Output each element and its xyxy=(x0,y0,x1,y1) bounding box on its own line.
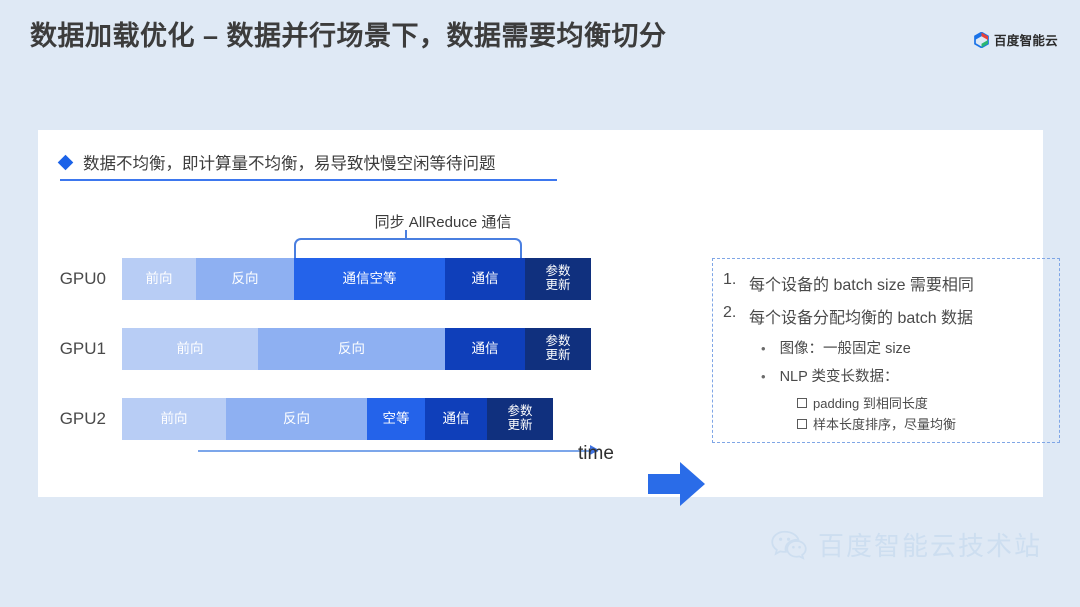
timeline-segment: 反向 xyxy=(258,328,445,370)
gpu-row: GPU1 前向反向通信参数更新 xyxy=(38,328,591,370)
gpu-row: GPU0 前向反向通信空等通信参数更新 xyxy=(38,258,591,300)
wechat-icon xyxy=(771,530,807,560)
timeline-segment: 前向 xyxy=(122,328,258,370)
gpu-timeline-track: 前向反向空等通信参数更新 xyxy=(122,398,553,440)
timeline-segment: 通信 xyxy=(425,398,487,440)
gpu-timeline-track: 前向反向通信空等通信参数更新 xyxy=(122,258,591,300)
gpu-row-label: GPU2 xyxy=(59,409,106,428)
requirement-sub-text: 图像：一般固定 size xyxy=(779,341,911,357)
sub-bullet-icon: • xyxy=(761,369,766,384)
square-bullet-icon xyxy=(797,419,807,429)
timeline-segment: 反向 xyxy=(196,258,294,300)
sub-notes: • 图像：一般固定 size • NLP 类变长数据： xyxy=(723,337,1049,386)
timeline-segment: 通信 xyxy=(445,258,525,300)
timeline-segment: 前向 xyxy=(122,258,196,300)
bullet-heading: 数据不均衡，即计算量不均衡，易导致快慢空闲等待问题 xyxy=(57,150,496,174)
requirement-sub-item: • NLP 类变长数据： xyxy=(761,365,1049,386)
requirement-leaf-text: padding 到相同长度 xyxy=(813,396,928,411)
brand-name: 百度智能云 xyxy=(993,34,1058,48)
gpu-row: GPU2 前向反向空等通信参数更新 xyxy=(38,398,553,440)
slide-header: 数据加载优化 – 数据并行场景下，数据需要均衡切分 百度智能云 xyxy=(0,0,1080,75)
heading-underline xyxy=(60,179,557,181)
baidu-cloud-hexagon-icon xyxy=(974,31,989,48)
square-bullet-icon xyxy=(797,398,807,408)
requirement-leaf-text: 样本长度排序，尽量均衡 xyxy=(813,417,957,432)
requirement-number: 2. xyxy=(723,304,737,321)
requirement-sub-item: • 图像：一般固定 size xyxy=(761,337,1049,358)
requirement-number: 1. xyxy=(723,271,737,288)
gpu-row-label: GPU0 xyxy=(59,269,106,288)
timeline-segment: 通信 xyxy=(445,328,525,370)
sub-bullet-icon: • xyxy=(761,341,766,356)
timeline-segment: 空等 xyxy=(367,398,425,440)
timeline-segment: 参数更新 xyxy=(525,258,591,300)
numbered-notes: 1. 每个设备的 batch size 需要相同 2. 每个设备分配均衡的 batch… xyxy=(723,271,1049,328)
brand-logo: 百度智能云 xyxy=(974,30,1058,49)
requirement-leaf-item: padding 到相同长度 xyxy=(797,393,1049,412)
requirement-leaf-item: 样本长度排序，尽量均衡 xyxy=(797,414,1049,433)
timeline-segment: 前向 xyxy=(122,398,226,440)
content-card: 数据不均衡，即计算量不均衡，易导致快慢空闲等待问题 同步 AllReduce 通… xyxy=(38,130,1060,506)
gpu-row-label: GPU1 xyxy=(59,339,106,358)
page-title: 数据加载优化 – 数据并行场景下，数据需要均衡切分 xyxy=(30,21,667,51)
time-axis-label: time xyxy=(578,443,614,464)
requirement-text: 每个设备的 batch size 需要相同 xyxy=(749,277,974,294)
timeline-segment: 通信空等 xyxy=(294,258,445,300)
bullet-heading-text: 数据不均衡，即计算量不均衡，易导致快慢空闲等待问题 xyxy=(83,155,496,173)
requirement-sub-text: NLP 类变长数据： xyxy=(779,369,899,385)
slide-footer: 百度智能云技术站 xyxy=(0,520,1080,580)
leaf-notes: padding 到相同长度样本长度排序，尽量均衡 xyxy=(723,393,1049,433)
time-axis-arrow-icon xyxy=(590,445,599,455)
gpu-timeline-track: 前向反向通信参数更新 xyxy=(122,328,591,370)
allreduce-label: 同步 AllReduce 通信 xyxy=(374,214,512,231)
wechat-account-name: 百度智能云技术站 xyxy=(817,531,1042,561)
requirements-box: 1. 每个设备的 batch size 需要相同 2. 每个设备分配均衡的 batch… xyxy=(712,258,1060,443)
requirement-item: 2. 每个设备分配均衡的 batch 数据 xyxy=(723,304,1049,328)
timeline-segment: 参数更新 xyxy=(525,328,591,370)
timeline-segment: 反向 xyxy=(226,398,367,440)
right-arrow-icon xyxy=(648,462,705,506)
bracket-stem xyxy=(405,230,407,240)
requirement-item: 1. 每个设备的 batch size 需要相同 xyxy=(723,271,1049,295)
requirement-text: 每个设备分配均衡的 batch 数据 xyxy=(749,310,974,327)
timeline-segment: 参数更新 xyxy=(487,398,553,440)
time-axis-line xyxy=(198,450,598,452)
wechat-badge: 百度智能云技术站 xyxy=(771,526,1042,563)
allreduce-bracket xyxy=(294,238,522,258)
